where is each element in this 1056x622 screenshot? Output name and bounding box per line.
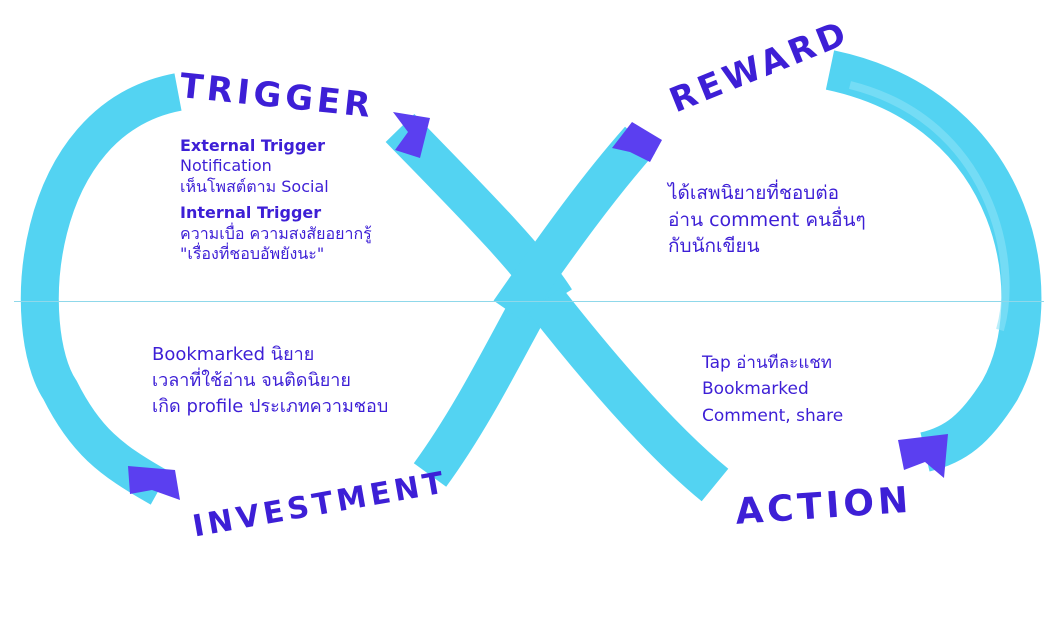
right-upper-arm-band <box>493 126 655 324</box>
action-text-block: Tap อ่านทีละแชท Bookmarked Comment, shar… <box>702 350 843 429</box>
horizontal-divider <box>14 301 1044 302</box>
reward-line: กับนักเขียน <box>668 235 760 258</box>
external-trigger-heading: External Trigger <box>180 136 326 155</box>
internal-trigger-item: "เรื่องที่ชอบอัพยังนะ" <box>180 244 325 264</box>
left-loop-band <box>20 73 183 505</box>
external-trigger-item: Notification <box>180 156 272 176</box>
action-line: Comment, share <box>702 405 844 426</box>
investment-text-block: Bookmarked นิยาย เวลาที่ใช้อ่าน จนติดนิย… <box>152 342 388 420</box>
right-loop-highlight <box>849 81 1010 332</box>
action-line: Bookmarked <box>702 379 809 400</box>
internal-trigger-heading: Internal Trigger <box>180 203 322 223</box>
external-trigger-item: เห็นโพสต์ตาม Social <box>180 176 329 196</box>
investment-line: Bookmarked นิยาย <box>152 344 315 365</box>
investment-line: เกิด profile ประเภทความชอบ <box>152 396 389 418</box>
right-loop-band <box>825 50 1042 472</box>
left-lower-arm-band <box>413 295 548 487</box>
investment-arrow-icon <box>128 466 180 500</box>
trigger-text-block: External Trigger Notification เห็นโพสต์ต… <box>180 136 372 265</box>
investment-line: เวลาที่ใช้อ่าน จนติดนิยาย <box>152 370 351 392</box>
internal-trigger-item: ความเบื่อ ความสงสัยอยากรู้ <box>180 223 372 243</box>
reward-line: อ่าน comment คนอื่นๆ <box>668 208 866 231</box>
reward-text-block: ได้เสพนิยายที่ชอบต่อ อ่าน comment คนอื่น… <box>668 180 866 260</box>
right-lower-arm-band <box>528 287 729 502</box>
reward-line: ได้เสพนิยายที่ชอบต่อ <box>668 182 840 204</box>
trigger-arrow-icon <box>393 112 430 158</box>
action-arrow-icon <box>898 434 948 478</box>
reward-arrow-icon <box>612 122 662 162</box>
action-line: Tap อ่านทีละแชท <box>702 353 833 373</box>
